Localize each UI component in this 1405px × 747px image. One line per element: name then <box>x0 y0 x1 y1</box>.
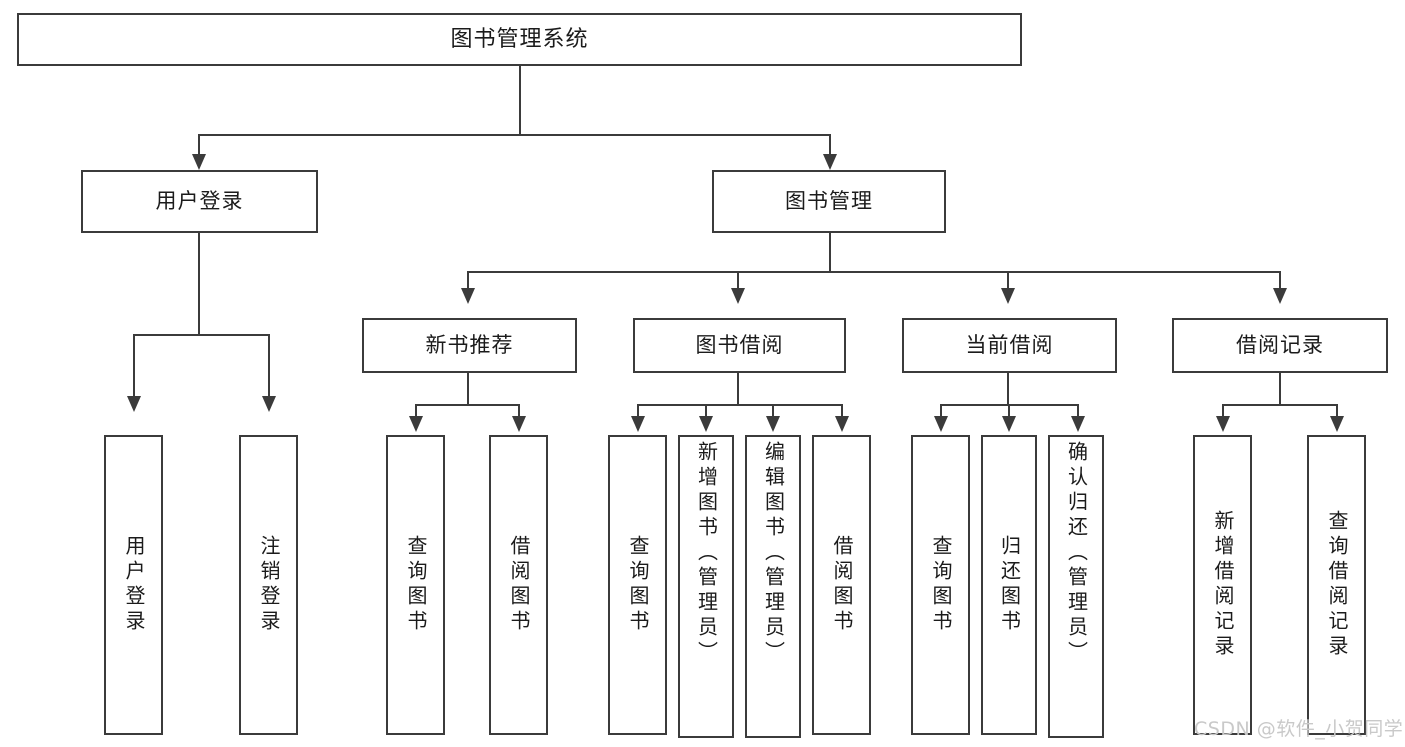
arrowhead-leaf-query-book-c <box>934 416 948 432</box>
arrowhead-leaf-borrow-book-b <box>835 416 849 432</box>
connector-borrowrecord-c1 <box>1222 404 1224 418</box>
arrowhead-leaf-add-book-admin <box>699 416 713 432</box>
connector-root-to-book-manage <box>829 134 831 156</box>
connector-borrowrecord-stem <box>1279 373 1281 405</box>
connector-bookmanage-c3 <box>1007 271 1009 290</box>
leaf-query-book-borrowing[interactable]: 查询图书 <box>608 435 667 735</box>
arrowhead-leaf-query-book-b <box>631 416 645 432</box>
arrowhead-new-book-rec <box>461 288 475 304</box>
arrowhead-leaf-confirm-return <box>1071 416 1085 432</box>
leaf-query-borrow-record[interactable]: 查询借阅记录 <box>1307 435 1366 735</box>
leaf-add-book-admin[interactable]: 新增图书（管理员） <box>678 435 734 738</box>
connector-currentborrow-c2 <box>1008 404 1010 418</box>
arrowhead-leaf-user-login <box>127 396 141 412</box>
node-borrowing-record[interactable]: 借阅记录 <box>1172 318 1388 373</box>
connector-userlogin-bus <box>133 334 270 336</box>
connector-bookborrow-stem <box>737 373 739 405</box>
connector-borrowrecord-c2 <box>1336 404 1338 418</box>
connector-userlogin-stem <box>198 233 200 335</box>
arrowhead-borrow-record <box>1273 288 1287 304</box>
connector-newbook-stem <box>467 373 469 405</box>
connector-root-to-user-login <box>198 134 200 156</box>
arrowhead-user-login <box>192 154 206 170</box>
arrowhead-book-manage <box>823 154 837 170</box>
arrowhead-leaf-edit-book-admin <box>766 416 780 432</box>
leaf-confirm-return-admin[interactable]: 确认归还（管理员） <box>1048 435 1104 738</box>
connector-bookmanage-c4 <box>1279 271 1281 290</box>
leaf-query-book-recommendation[interactable]: 查询图书 <box>386 435 445 735</box>
node-new-book-recommendation[interactable]: 新书推荐 <box>362 318 577 373</box>
connector-newbook-c2 <box>518 404 520 418</box>
node-book-borrowing[interactable]: 图书借阅 <box>633 318 846 373</box>
leaf-borrow-book-borrowing[interactable]: 借阅图书 <box>812 435 871 735</box>
connector-bookmanage-bus <box>467 271 1280 273</box>
connector-bookmanage-c2 <box>737 271 739 290</box>
connector-userlogin-c1 <box>133 334 135 398</box>
connector-userlogin-c2 <box>268 334 270 398</box>
arrowhead-leaf-borrow-book-a <box>512 416 526 432</box>
connector-newbook-bus <box>415 404 520 406</box>
leaf-add-borrow-record[interactable]: 新增借阅记录 <box>1193 435 1252 735</box>
leaf-logout[interactable]: 注销登录 <box>239 435 298 735</box>
connector-bookmanage-c1 <box>467 271 469 290</box>
connector-bookmanage-stem <box>829 233 831 272</box>
arrowhead-book-borrow <box>731 288 745 304</box>
connector-bookborrow-c1 <box>637 404 639 418</box>
connector-currentborrow-c3 <box>1077 404 1079 418</box>
arrowhead-leaf-return-book <box>1002 416 1016 432</box>
arrowhead-leaf-logout <box>262 396 276 412</box>
connector-newbook-c1 <box>415 404 417 418</box>
connector-root-stem <box>519 65 521 135</box>
leaf-edit-book-admin[interactable]: 编辑图书（管理员） <box>745 435 801 738</box>
node-current-borrowing[interactable]: 当前借阅 <box>902 318 1117 373</box>
connector-bookborrow-c3 <box>772 404 774 418</box>
connector-bookborrow-c4 <box>841 404 843 418</box>
connector-root-bus <box>198 134 831 136</box>
node-user-login[interactable]: 用户登录 <box>81 170 318 233</box>
leaf-borrow-book-recommendation[interactable]: 借阅图书 <box>489 435 548 735</box>
connector-bookborrow-bus <box>637 404 843 406</box>
leaf-query-book-current[interactable]: 查询图书 <box>911 435 970 735</box>
connector-bookborrow-c2 <box>705 404 707 418</box>
arrowhead-leaf-add-record <box>1216 416 1230 432</box>
node-root-book-management-system[interactable]: 图书管理系统 <box>17 13 1022 66</box>
node-book-management[interactable]: 图书管理 <box>712 170 946 233</box>
connector-currentborrow-stem <box>1007 373 1009 405</box>
connector-currentborrow-c1 <box>940 404 942 418</box>
arrowhead-leaf-query-book-a <box>409 416 423 432</box>
arrowhead-leaf-query-record <box>1330 416 1344 432</box>
leaf-user-login[interactable]: 用户登录 <box>104 435 163 735</box>
leaf-return-book[interactable]: 归还图书 <box>981 435 1037 735</box>
connector-borrowrecord-bus <box>1222 404 1337 406</box>
arrowhead-current-borrow <box>1001 288 1015 304</box>
csdn-watermark: CSDN @软件_小贺同学 <box>1194 718 1404 740</box>
